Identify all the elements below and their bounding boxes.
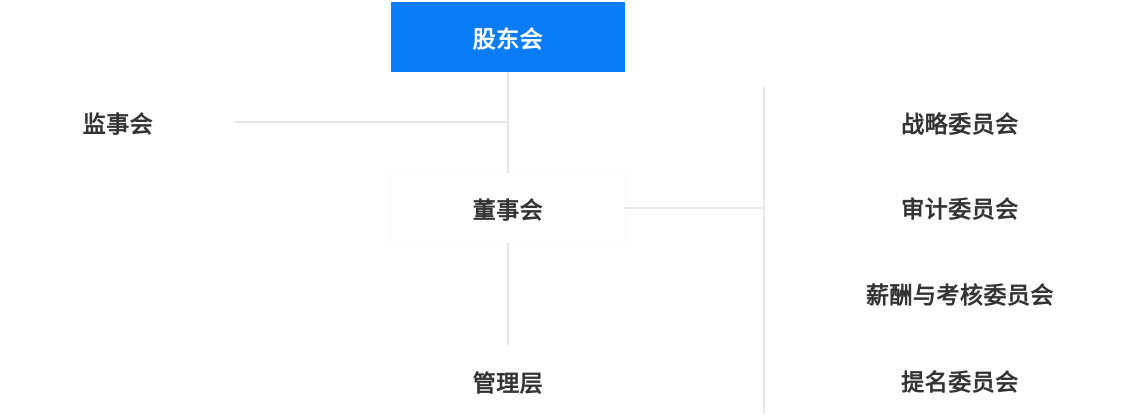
node-nomination-committee-label: 提名委员会 [901,369,1019,395]
node-board-of-directors[interactable]: 董事会 [391,173,625,243]
node-strategy-committee[interactable]: 战略委员会 [843,87,1077,157]
connector-board-to-committees [625,207,764,209]
node-remuneration-assessment-committee[interactable]: 薪酬与考核委员会 [843,258,1077,328]
node-supervisory-board-label: 监事会 [82,111,154,137]
connector-committees-trunk [763,86,765,414]
node-remuneration-assessment-committee-label: 薪酬与考核委员会 [866,282,1054,308]
connector-root-to-supervisors [235,121,508,123]
node-strategy-committee-label: 战略委员会 [901,111,1019,137]
node-shareholders-meeting[interactable]: 股东会 [391,2,625,72]
node-audit-committee[interactable]: 审计委员会 [843,172,1077,242]
node-shareholders-meeting-label: 股东会 [472,26,544,52]
node-audit-committee-label: 审计委员会 [901,196,1019,222]
node-nomination-committee[interactable]: 提名委员会 [843,345,1077,415]
node-supervisory-board[interactable]: 监事会 [1,87,235,157]
node-management[interactable]: 管理层 [391,346,625,416]
node-board-of-directors-label: 董事会 [472,197,544,223]
node-management-label: 管理层 [472,370,544,396]
connector-root-to-board [507,71,509,173]
connector-board-to-management [507,243,509,346]
